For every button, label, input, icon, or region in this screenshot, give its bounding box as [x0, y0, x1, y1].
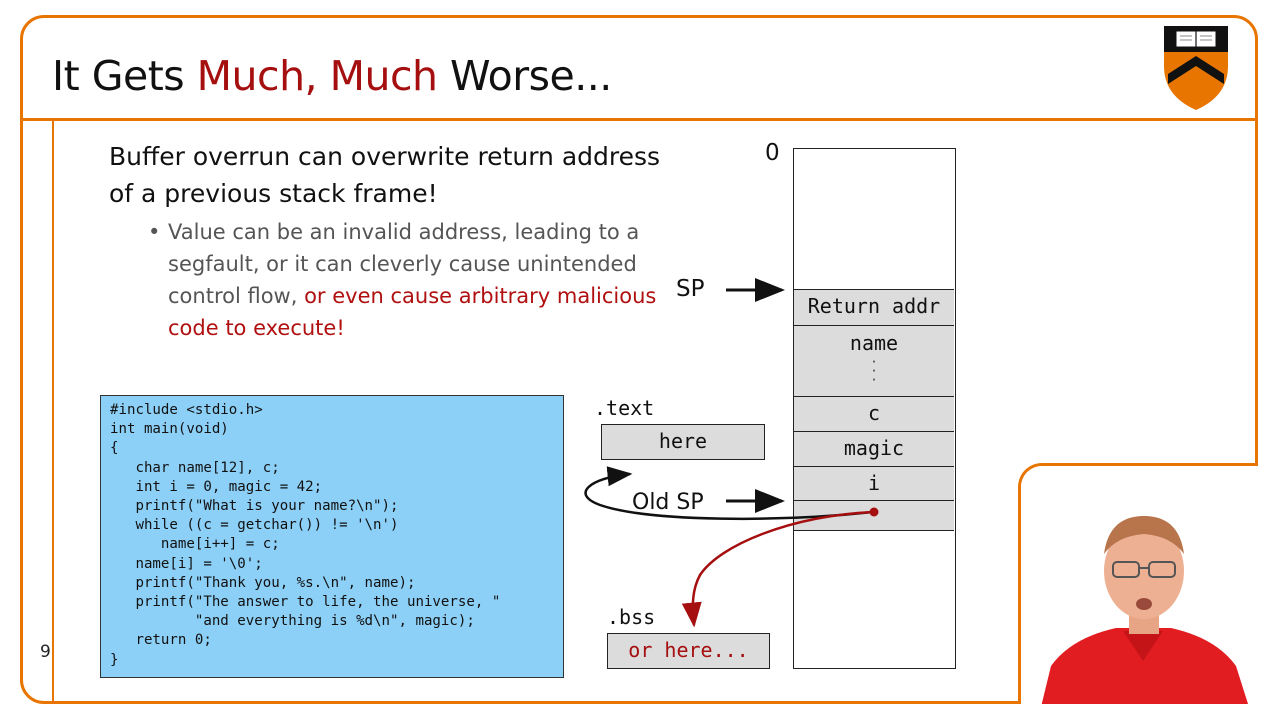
bullet-point: • Value can be an invalid address, leadi… — [148, 216, 688, 344]
stack-cell-name-label: name — [849, 331, 899, 355]
slide-title: It Gets Much, Much Worse... — [52, 52, 612, 100]
code-listing: #include <stdio.h> int main(void) { char… — [100, 395, 564, 678]
stack-cell-old-return — [794, 500, 954, 531]
text-segment-box: here — [601, 424, 765, 460]
left-divider — [52, 121, 54, 704]
ellipsis-icon: ··· — [870, 355, 878, 387]
main-statement: Buffer overrun can overwrite return addr… — [109, 142, 661, 208]
bullet-text: Value can be an invalid address, leading… — [168, 220, 640, 308]
stack-cell-magic: magic — [794, 431, 954, 466]
presenter-image — [1021, 466, 1258, 704]
text-segment-label: .text — [594, 396, 655, 420]
bss-segment-box: or here... — [607, 633, 770, 669]
stack-cell-c: c — [794, 396, 954, 431]
title-part-3: Worse... — [437, 52, 612, 100]
bss-segment-label: .bss — [607, 605, 656, 629]
slide-number: 9 — [40, 642, 51, 662]
bullet-dot-icon: • — [148, 220, 161, 244]
stack-cell-name: name ··· — [794, 325, 954, 396]
stack-cell-i: i — [794, 466, 954, 500]
bullet-text-emphasis: or even cause arbitrary malicious code t… — [168, 284, 657, 340]
stack-diagram: Return addr name ··· c magic i — [793, 148, 956, 669]
sp-label: SP — [676, 276, 705, 302]
code-text: #include <stdio.h> int main(void) { char… — [110, 402, 501, 668]
old-sp-label: Old SP — [632, 490, 704, 515]
presenter-video — [1018, 463, 1258, 704]
title-part-1: It Gets — [52, 52, 197, 100]
title-divider — [23, 118, 1258, 121]
stack-cell-return-addr: Return addr — [794, 289, 954, 325]
title-part-2: Much, Much — [196, 52, 438, 100]
address-zero-label: 0 — [765, 140, 780, 166]
princeton-shield-icon — [1164, 26, 1228, 110]
